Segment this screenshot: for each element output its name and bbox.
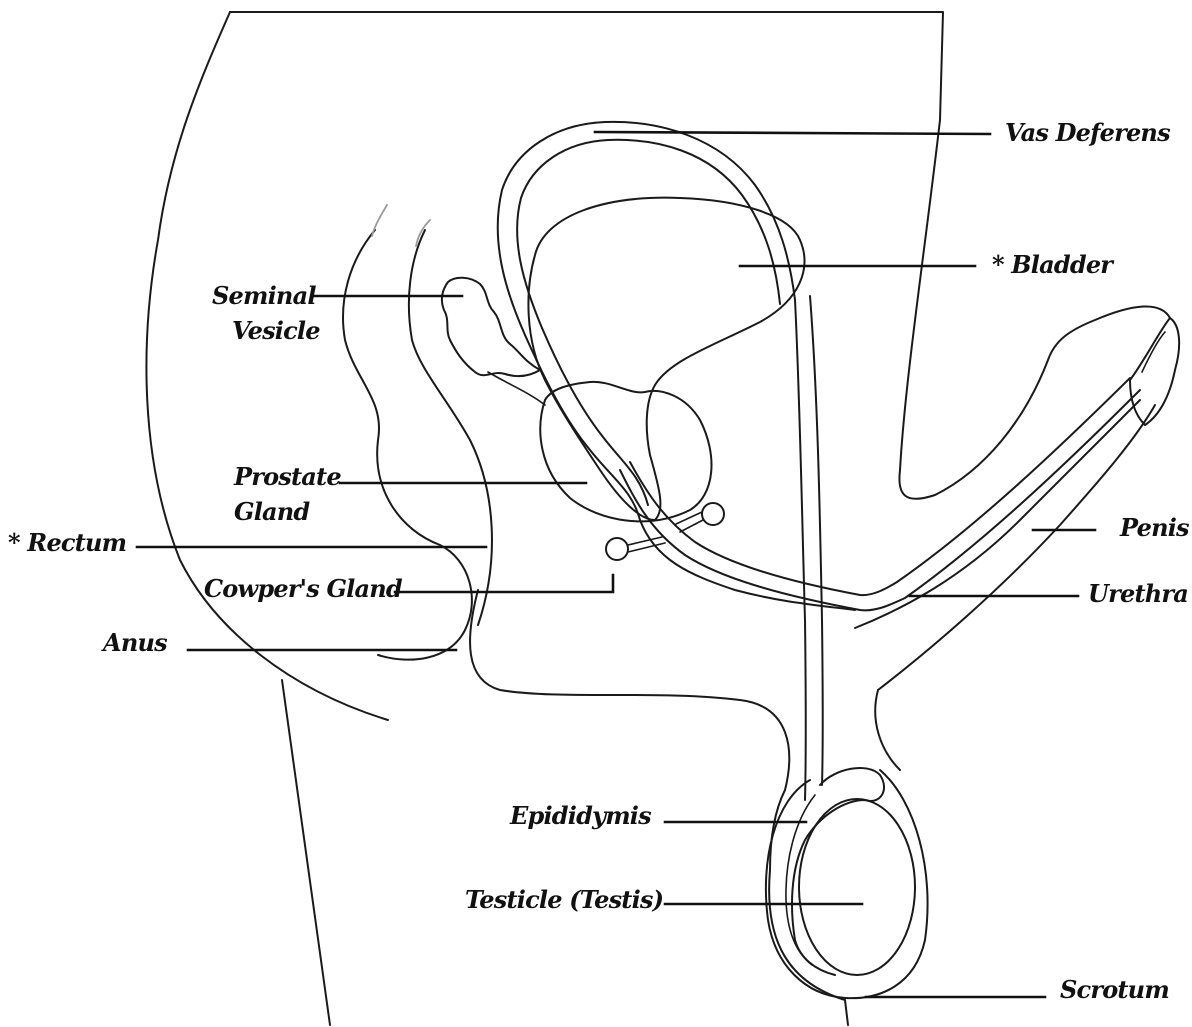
label-seminal-vesicle-line1: Seminal bbox=[212, 281, 316, 311]
cowpers-gland-left bbox=[606, 538, 628, 560]
cowpers-gland-left-duct-2 bbox=[628, 537, 662, 545]
label-epididymis: Epididymis bbox=[510, 801, 651, 831]
penis-glans bbox=[1130, 318, 1179, 425]
urethra-outer bbox=[620, 390, 1140, 610]
label-rectum: * Rectum bbox=[8, 528, 126, 558]
label-penis: Penis bbox=[1120, 513, 1189, 543]
thigh-front-outline bbox=[769, 870, 848, 1025]
seminal-vesicle-shape bbox=[442, 278, 540, 376]
label-prostate-line1: Prostate bbox=[234, 462, 341, 492]
cowpers-gland-right-duct bbox=[680, 520, 703, 532]
label-testicle: Testicle (Testis) bbox=[465, 885, 663, 915]
bladder-outline bbox=[528, 198, 804, 520]
label-anus: Anus bbox=[103, 628, 167, 658]
vas-deferens-descending-left bbox=[795, 300, 806, 800]
leader-vas-deferens bbox=[595, 132, 990, 134]
vas-deferens-outer bbox=[498, 122, 855, 610]
body-outline-back-curve bbox=[146, 12, 388, 720]
thigh-back-outline bbox=[282, 680, 330, 1025]
label-prostate-line2: Gland bbox=[234, 497, 309, 527]
testicle-outline bbox=[799, 799, 915, 975]
label-vas-deferens: Vas Deferens bbox=[1005, 118, 1170, 148]
penis-base-curve bbox=[875, 690, 900, 770]
label-cowpers-gland: Cowper's Gland bbox=[204, 574, 402, 604]
label-seminal-vesicle-line2: Vesicle bbox=[232, 316, 320, 346]
penis-lower-outline bbox=[878, 405, 1155, 690]
leader-cowpers-gland bbox=[395, 575, 613, 592]
penis-glans-inner bbox=[1142, 332, 1165, 372]
rectum-wall-inner bbox=[409, 230, 492, 625]
urethra-inner bbox=[630, 378, 1130, 595]
rectum-top-left bbox=[372, 205, 387, 236]
prostate-gland-outline bbox=[540, 382, 711, 522]
label-urethra: Urethra bbox=[1088, 579, 1188, 609]
body-outline-back bbox=[230, 12, 943, 470]
vas-deferens-descending-right bbox=[810, 296, 823, 785]
label-bladder: * Bladder bbox=[992, 250, 1112, 280]
cowpers-gland-right bbox=[702, 503, 724, 525]
label-scrotum: Scrotum bbox=[1060, 975, 1169, 1005]
